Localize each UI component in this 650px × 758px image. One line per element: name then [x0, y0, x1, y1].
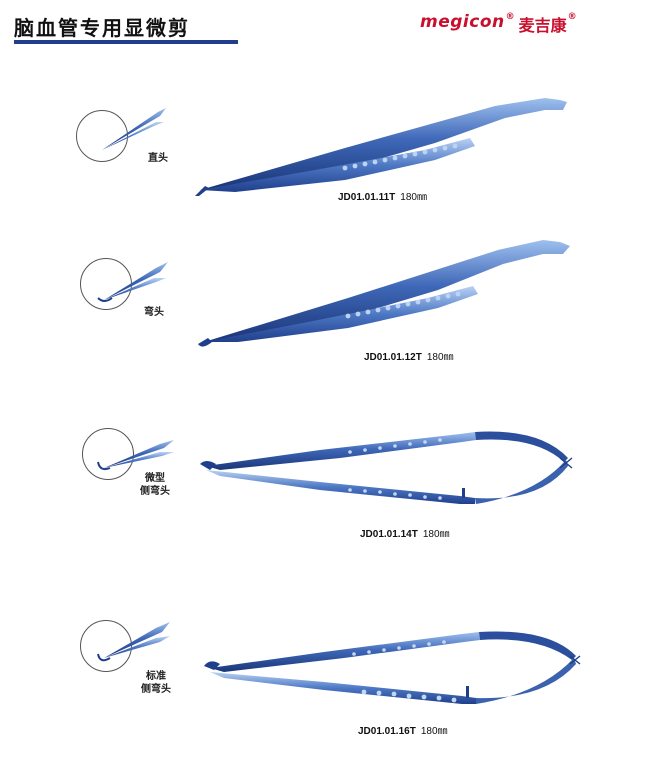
scissors-illustration	[200, 431, 573, 504]
tip-zoom-circle	[76, 110, 128, 162]
product-size: 180㎜	[426, 352, 454, 363]
tip-detail-icon	[102, 108, 166, 150]
brand-logo: megicon ® 麦吉康 ®	[420, 12, 577, 38]
tip-type-label: 标准 侧弯头	[141, 671, 171, 695]
brand-registered-mark: ®	[505, 12, 515, 22]
tip-detail-icon	[97, 440, 174, 471]
scissors-illustration	[198, 240, 570, 347]
product-size: 180㎜	[400, 192, 427, 203]
scissors-illustration	[204, 631, 581, 704]
tip-detail-icon	[97, 262, 168, 302]
tip-type-label: 直头	[148, 153, 168, 164]
product-size: 180㎜	[420, 726, 448, 737]
tip-zoom-circle	[82, 428, 134, 480]
brand-name-chinese: 麦吉康	[518, 16, 567, 35]
tip-detail-icon	[97, 622, 170, 662]
page-title: 脑血管专用显微剪	[14, 16, 190, 40]
product-size: 180㎜	[422, 529, 450, 540]
tip-type-label: 弯头	[144, 307, 164, 318]
tip-type-label: 微型 侧弯头	[140, 473, 170, 497]
brand-name: megicon	[420, 12, 505, 32]
brand-chinese-registered-mark: ®	[567, 12, 577, 22]
tip-zoom-circle	[80, 620, 132, 672]
title-underline	[14, 40, 238, 44]
scissors-illustration	[195, 98, 567, 196]
